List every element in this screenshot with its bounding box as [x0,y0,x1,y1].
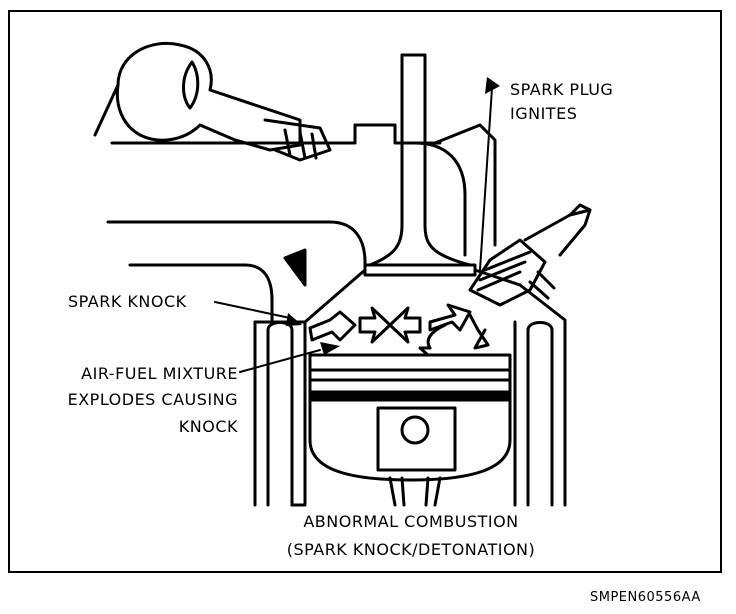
spark-plug-leader [479,87,493,271]
spark-plug-icon [468,203,592,307]
caption-line1: ABNORMAL COMBUSTION [303,512,519,531]
piston-icon [308,353,512,482]
spark-plug-ignites-label-line1: SPARK PLUG [510,80,614,99]
figure-code: SMPEN60556AA [590,590,701,605]
spark-knock-arrowhead [286,313,302,326]
spark-knock-leader [214,301,291,319]
spark-knock-label: SPARK KNOCK [68,292,187,311]
connecting-rod-icon [388,476,442,507]
air-fuel-leader [239,349,321,373]
vent-icon [283,248,307,287]
air-fuel-label-line2: EXPLODES CAUSING [67,390,238,409]
figure-frame [8,10,722,573]
spark-plug-ignites-label-line2: IGNITES [510,104,578,123]
intake-valve-icon [303,53,522,324]
air-fuel-label-line3: KNOCK [178,417,238,436]
air-fuel-label-line1: AIR-FUEL MIXTURE [81,364,238,383]
air-fuel-arrowhead [320,342,340,355]
caption-line2: (SPARK KNOCK/DETONATION) [286,540,536,559]
flame-arrows-icon [308,303,490,357]
spark-plug-leader-arrowhead [485,77,500,94]
fuel-injector-icon [93,42,332,162]
